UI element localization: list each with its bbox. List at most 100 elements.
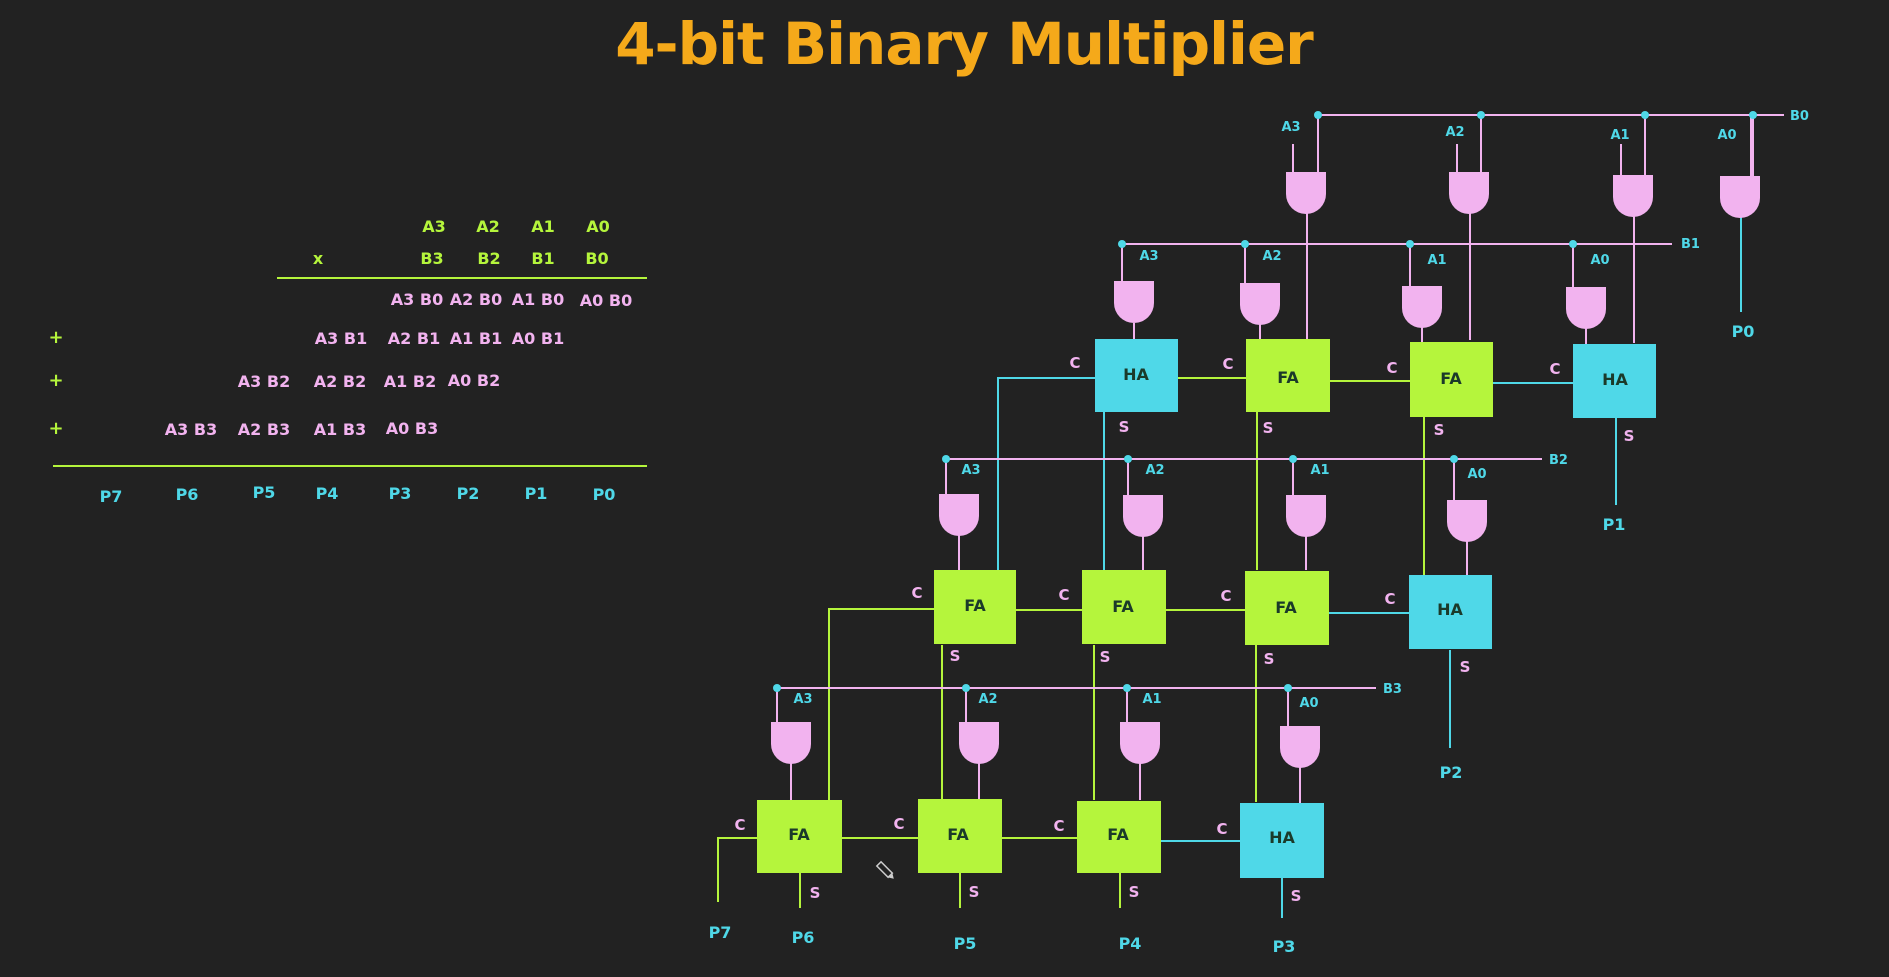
sum-label: S: [1129, 883, 1140, 901]
partial-product-table: A3 A2 A1 A0 x B3 B2 B1 B0 A3 B0 A2 B0 A1…: [48, 217, 647, 506]
pen-cursor-icon: [875, 860, 894, 879]
multiplicand-a2: A2: [476, 217, 500, 236]
gate-label-a2: A2: [1262, 249, 1281, 264]
pp3-a1b3: A1 B3: [314, 420, 366, 439]
plus-1: +: [48, 327, 63, 348]
adder-r1-3-label: FA: [1440, 369, 1462, 388]
bus-label-b0: B0: [1790, 109, 1809, 124]
and-gate-a3b1: [1114, 281, 1154, 323]
carry-label: C: [1053, 817, 1064, 835]
gate-label-a2: A2: [1445, 125, 1464, 140]
multiplier-b3: B3: [420, 249, 443, 268]
adder-r2-4: [1409, 575, 1492, 649]
gate-label-a1: A1: [1310, 463, 1329, 478]
multiplier-b2: B2: [477, 249, 500, 268]
times-sign: x: [313, 249, 324, 268]
multiplicand-a3: A3: [422, 217, 446, 236]
product-outputs: P0 P1 P2 P3 P4 P5 P6 P7: [709, 322, 1755, 956]
adder-r2-3: [1245, 571, 1329, 645]
carry-label: C: [1220, 587, 1231, 605]
gate-label-a0: A0: [1717, 128, 1736, 143]
pp0-a0b0: A0 B0: [580, 291, 632, 310]
adder-r3-2-label: FA: [947, 825, 969, 844]
bus-label-b3: B3: [1383, 682, 1402, 697]
adder-r3-4-label: HA: [1269, 828, 1295, 847]
output-p4: P4: [1119, 934, 1142, 953]
carry-label: C: [1386, 359, 1397, 377]
pp3-a0b3: A0 B3: [386, 419, 438, 438]
adder-r2-2-label: FA: [1112, 597, 1134, 616]
pp1-a2b1: A2 B1: [388, 329, 440, 348]
gate-label-a0: A0: [1299, 696, 1318, 711]
carry-sum-labels: C C C C S S S S C C C C S S S S C C C C …: [734, 354, 1634, 905]
sum-label: S: [1434, 421, 1445, 439]
sum-label: S: [950, 647, 961, 665]
output-p2: P2: [1440, 763, 1463, 782]
carry-label: C: [1069, 354, 1080, 372]
carry-label: C: [1222, 355, 1233, 373]
gate-label-a3: A3: [793, 692, 812, 707]
connection-wires: [717, 377, 1617, 918]
bus-labels: B0 B1 B2 B3: [1383, 109, 1809, 697]
adder-r3-3: [1077, 801, 1161, 873]
pp0-a1b0: A1 B0: [512, 290, 564, 309]
gate-label-a0: A0: [1590, 253, 1609, 268]
page-title: 4-bit Binary Multiplier: [615, 10, 1314, 78]
wire-r1-ha1-carry: [997, 377, 1095, 570]
adder-r2-4-label: HA: [1437, 600, 1463, 619]
adder-r1-2: [1246, 339, 1330, 412]
gate-label-a2: A2: [1145, 463, 1164, 478]
product-p6: P6: [176, 485, 199, 504]
and-gate-a1b1: [1402, 286, 1442, 328]
product-p5: P5: [253, 483, 276, 502]
adders: [757, 339, 1656, 878]
sum-label: S: [1264, 650, 1275, 668]
adder-r3-3-label: FA: [1107, 825, 1129, 844]
adder-labels: HA FA FA HA FA FA FA HA FA FA FA HA: [788, 365, 1628, 847]
sum-label: S: [1119, 418, 1130, 436]
and-gate-a0b0: [1720, 176, 1760, 218]
and-gate-a3b3: [771, 722, 811, 764]
carry-label: C: [893, 815, 904, 833]
sum-label: S: [1100, 648, 1111, 666]
adder-r2-3-label: FA: [1275, 598, 1297, 617]
sum-label: S: [1624, 427, 1635, 445]
adder-r1-2-label: FA: [1277, 368, 1299, 387]
adder-r3-1-label: FA: [788, 825, 810, 844]
pp0-a2b0: A2 B0: [450, 290, 502, 309]
multiplier-b1: B1: [531, 249, 554, 268]
multiplicand-a1: A1: [531, 217, 555, 236]
pp2-a1b2: A1 B2: [384, 372, 436, 391]
carry-label: C: [1384, 590, 1395, 608]
sum-label: S: [1460, 658, 1471, 676]
pp1-a1b1: A1 B1: [450, 329, 502, 348]
pp0-a3b0: A3 B0: [391, 290, 443, 309]
bus-junctions: [773, 111, 1757, 692]
bus-label-b2: B2: [1549, 453, 1568, 468]
adder-r2-1-label: FA: [964, 596, 986, 615]
pp3-a2b3: A2 B3: [238, 420, 290, 439]
adder-r3-1: [757, 800, 842, 873]
carry-label: C: [1216, 820, 1227, 838]
b-buses: [776, 114, 1784, 803]
adder-r1-3: [1410, 342, 1493, 417]
product-p3: P3: [389, 484, 412, 503]
pp3-a3b3: A3 B3: [165, 420, 217, 439]
gate-label-a1: A1: [1427, 253, 1446, 268]
plus-3: +: [48, 418, 63, 439]
adder-r2-1: [934, 570, 1016, 644]
multiplier-circuit: HA FA FA HA FA FA FA HA FA FA FA HA C C …: [709, 109, 1809, 956]
output-p1: P1: [1603, 515, 1626, 534]
multiplier-b0: B0: [585, 249, 608, 268]
and-gate-a1b3: [1120, 722, 1160, 764]
gate-label-a1: A1: [1142, 692, 1161, 707]
pp1-a0b1: A0 B1: [512, 329, 564, 348]
sum-label: S: [810, 884, 821, 902]
and-gates: [771, 172, 1760, 768]
wire-r2-fa1-carry: [828, 608, 934, 800]
and-gate-a3b0: [1286, 172, 1326, 214]
and-gate-a2b0: [1449, 172, 1489, 214]
pp2-a2b2: A2 B2: [314, 372, 366, 391]
and-gate-a0b1: [1566, 287, 1606, 329]
sum-label: S: [1263, 419, 1274, 437]
